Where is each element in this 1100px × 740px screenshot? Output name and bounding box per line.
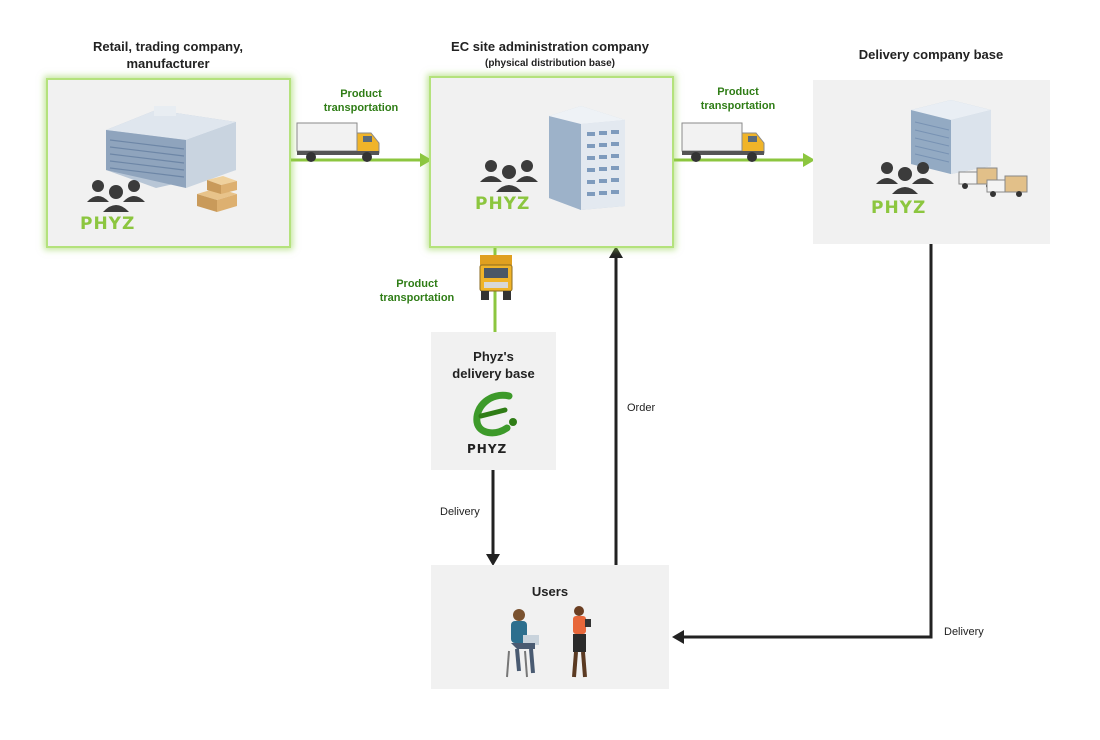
users-title: Users — [531, 584, 569, 599]
cardboard-boxes-icon — [197, 176, 237, 212]
delivery-truck-icon — [681, 122, 765, 162]
people-group-icon — [480, 160, 538, 192]
transport-label-1-line2: transportation — [323, 102, 399, 114]
arrowhead-users-to-ec — [609, 246, 623, 258]
arrowhead-retailer-to-ec — [420, 153, 432, 167]
phyz-base-title-line1: Phyz's — [473, 349, 514, 364]
transport-label-2-line2: transportation — [700, 100, 776, 112]
ec-admin-title: EC site administration company (physical… — [420, 38, 680, 72]
delivery-label-phyz: Delivery — [440, 506, 480, 518]
order-label: Order — [627, 402, 656, 414]
retailer-title: Retail, trading company, manufacturer — [48, 38, 288, 72]
ec-admin-subtitle: (physical distribution base) — [484, 58, 616, 69]
delivery-truck-icon — [296, 122, 380, 162]
transport-label-1-line1: Product — [340, 88, 382, 100]
office-building-icon — [549, 106, 625, 210]
people-group-icon — [876, 162, 934, 194]
delivery-company-title: Delivery company base — [858, 47, 1004, 62]
delivery-label-company: Delivery — [944, 626, 984, 638]
ec-admin-brand-logo: PHYZ — [475, 194, 531, 214]
arrowhead-phyz-to-users — [486, 554, 500, 566]
front-truck-icon — [479, 255, 513, 300]
arrowhead-ec-to-delivery-company — [803, 153, 815, 167]
transport-label-3-line2: transportation — [379, 292, 455, 304]
delivery-company-node: PHYZ — [813, 80, 1050, 244]
phyz-base-brand-logo: PHYZ — [467, 442, 508, 456]
small-trucks-icon — [958, 167, 1028, 197]
arrowhead-delivery-company-to-users — [672, 630, 684, 644]
standing-woman-phone-icon — [572, 606, 591, 678]
retailer-node: PHYZ — [46, 78, 291, 248]
retailer-title-line2: manufacturer — [126, 56, 210, 71]
factory-building-icon — [106, 106, 236, 188]
delivery-company-brand-logo: PHYZ — [871, 198, 927, 218]
phyz-base-title: Phyz's delivery base — [431, 348, 556, 382]
ec-admin-node: PHYZ — [429, 76, 674, 248]
office-building-icon — [911, 100, 991, 174]
transport-label-3: Product transportation — [362, 277, 472, 305]
transport-label-2: Product transportation — [683, 85, 793, 113]
arrow-delivery-company-to-users — [684, 244, 933, 639]
people-group-icon — [87, 180, 145, 212]
seated-man-laptop-icon — [506, 609, 539, 678]
retailer-brand-logo: PHYZ — [80, 214, 136, 234]
ec-admin-title-main: EC site administration company — [451, 39, 649, 54]
users-node: Users — [431, 565, 669, 689]
phyz-e-logo-icon — [473, 391, 517, 437]
retailer-title-line1: Retail, trading company, — [92, 39, 243, 54]
phyz-base-title-line2: delivery base — [452, 366, 535, 381]
transport-label-3-line1: Product — [396, 278, 438, 290]
phyz-base-node: Phyz's delivery base PHYZ — [431, 332, 556, 470]
transport-label-2-line1: Product — [717, 86, 759, 98]
transport-label-1: Product transportation — [306, 87, 416, 115]
